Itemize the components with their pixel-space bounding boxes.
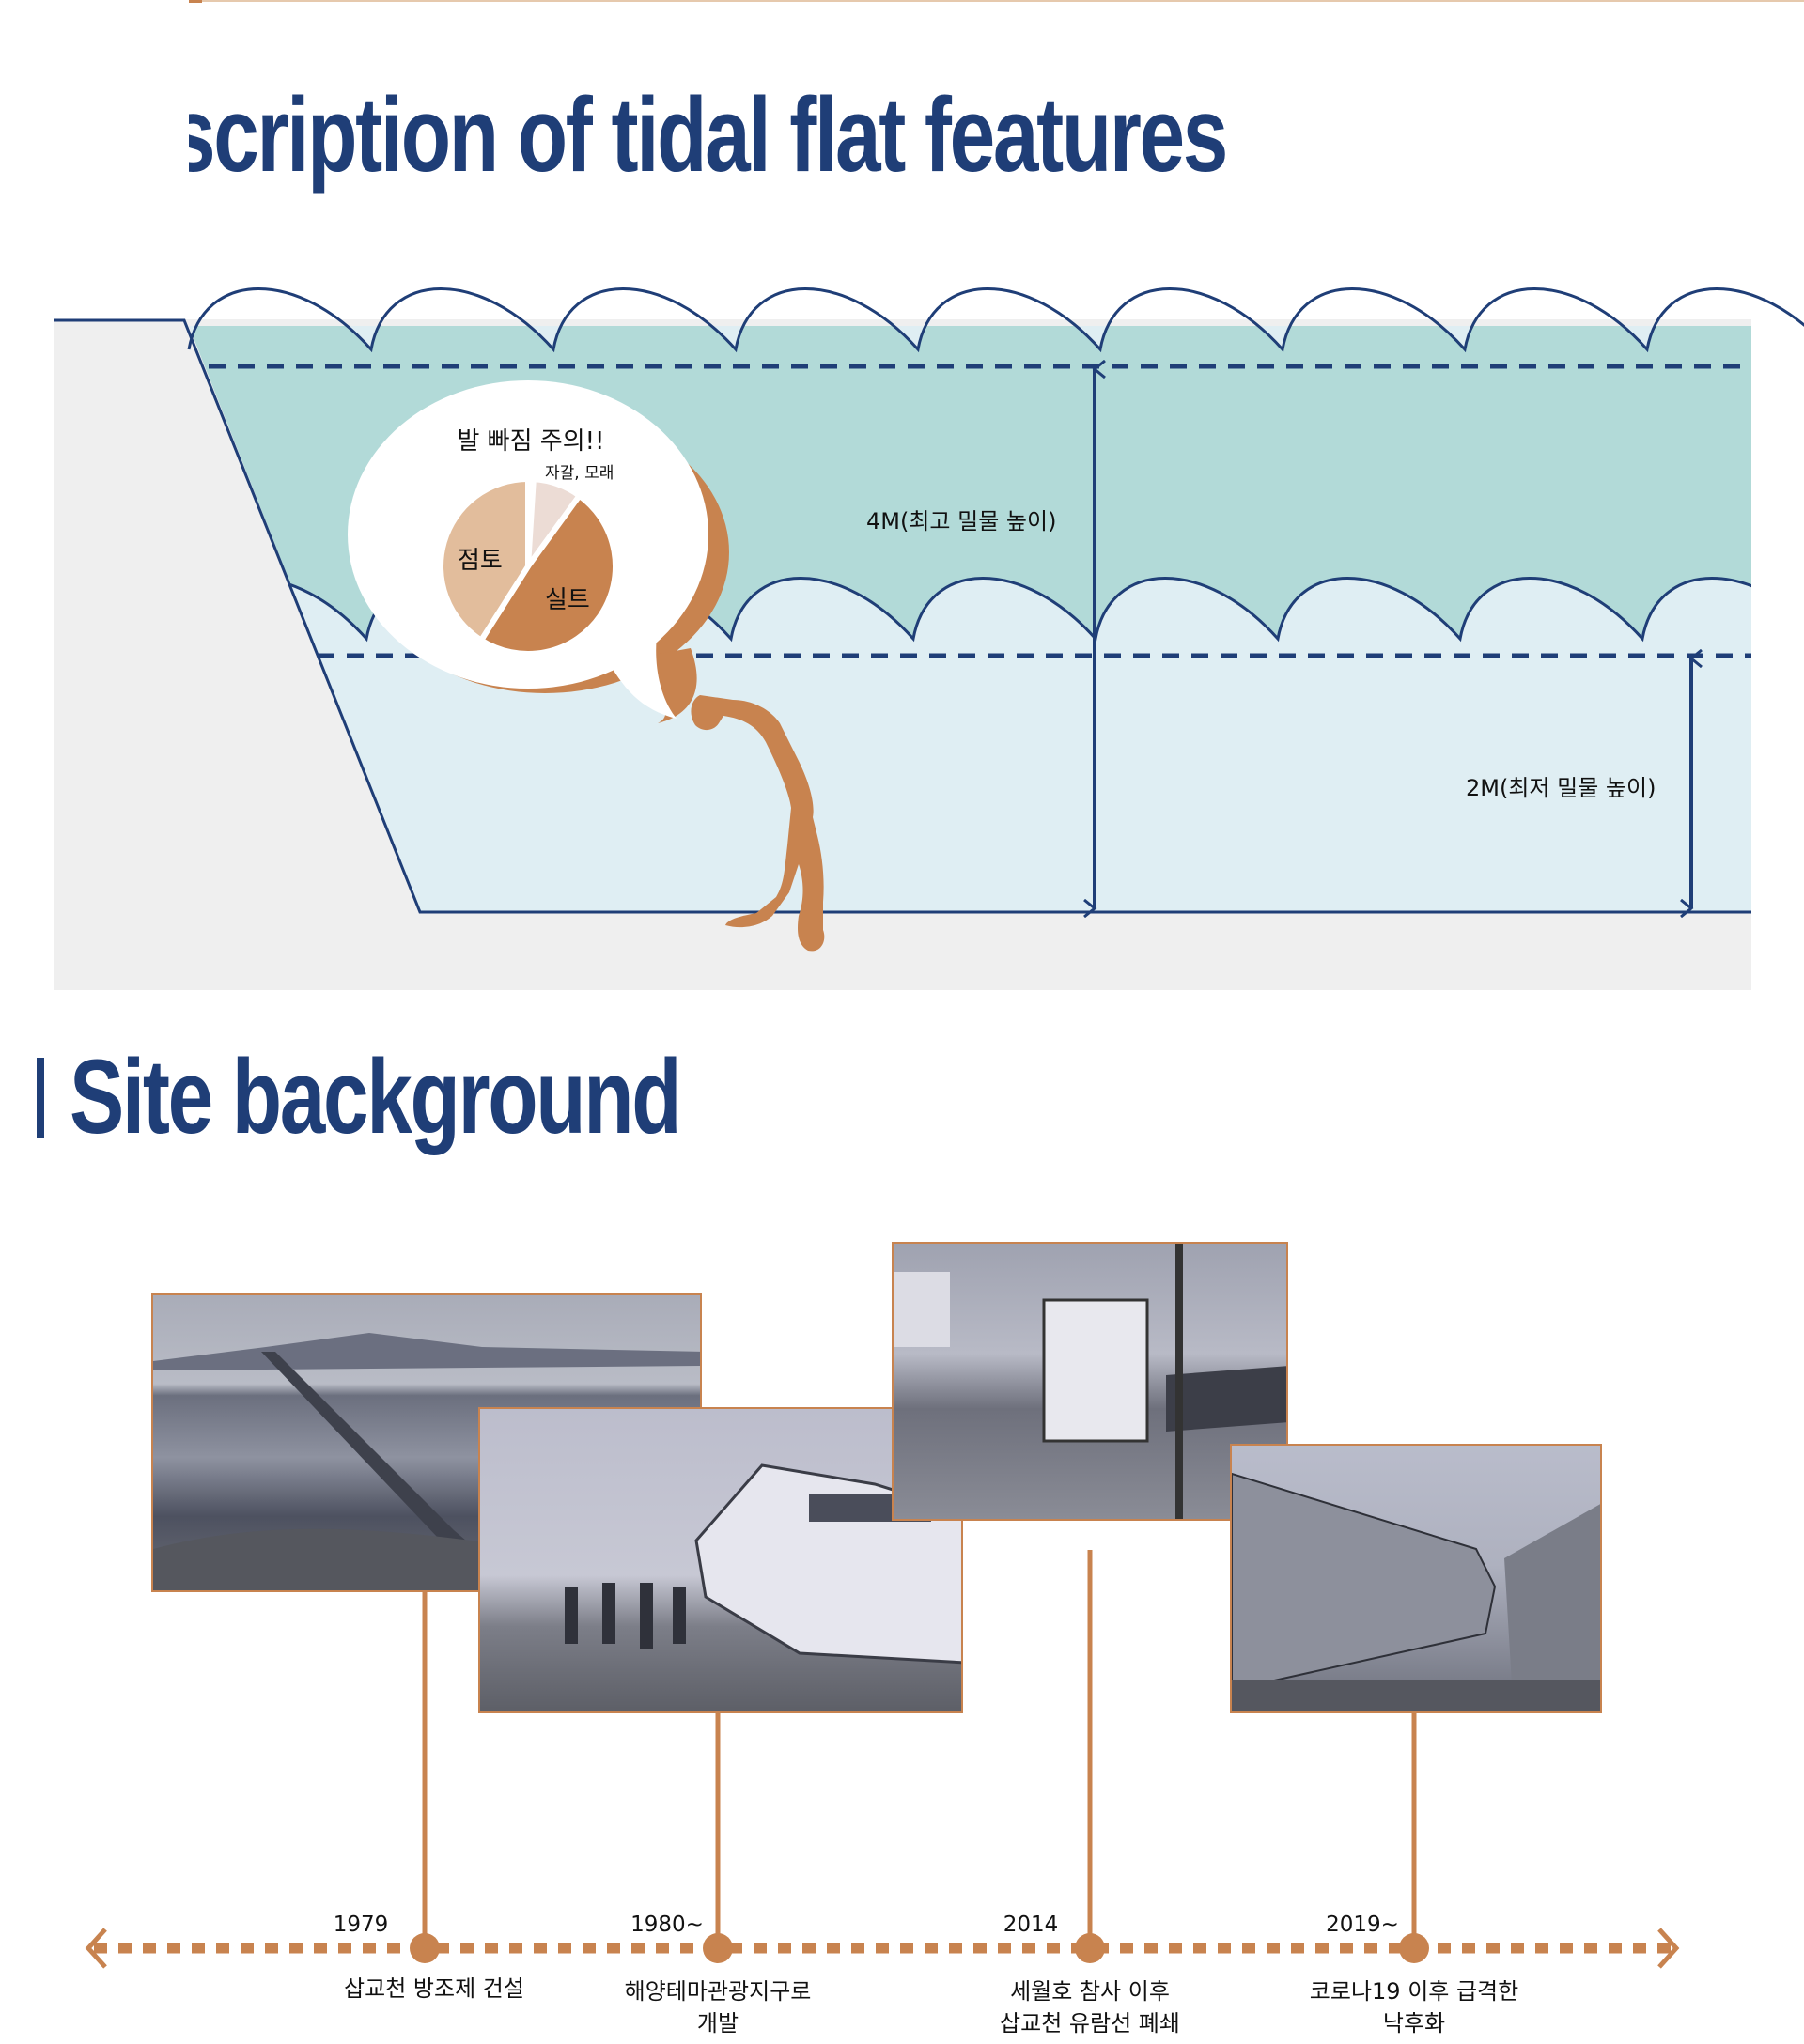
section-marker: [37, 1058, 44, 1138]
timeline-dot: [703, 1933, 733, 1963]
top-wave-line: [187, 287, 1804, 353]
low-tide-label: 2M(최저 밀물 높이): [1466, 775, 1656, 801]
photo-warships: [1230, 1444, 1602, 1713]
event-line: 해양테마관광지구로: [624, 1978, 812, 2005]
event-year: 2014: [1003, 1912, 1059, 1937]
event-line: 개발: [696, 2010, 739, 2036]
section-title-tidal: Description of tidal flat features: [70, 76, 1228, 194]
event-line: 코로나19 이후 급격한: [1309, 1978, 1519, 2005]
event-line: 낙후화: [1382, 2010, 1446, 2036]
arrow-left-icon: [85, 1928, 107, 1969]
event-line: 삽교천 방조제 건설: [344, 1975, 524, 2002]
event-description: 삽교천 방조제 건설: [344, 1973, 524, 2005]
pie-label-clay: 점토: [458, 547, 503, 575]
bubble-title: 발 빠짐 주의!!: [458, 427, 605, 456]
pie-label-gravel: 자갈, 모래: [545, 464, 614, 483]
soil-pie-chart: [438, 475, 619, 657]
event-year: 1979: [333, 1912, 389, 1937]
event-line: 삽교천 유람선 폐쇄: [1000, 2010, 1180, 2036]
event-line: 세월호 참사 이후: [1010, 1978, 1170, 2005]
timeline-dot: [1399, 1933, 1429, 1963]
pie-label-silt: 실트: [545, 586, 590, 614]
section-title-site: Site background: [70, 1038, 682, 1155]
timeline-dot: [1075, 1933, 1105, 1963]
tidal-diagram: 4M(최고 밀물 높이) 2M(최저 밀물 높이) 발 빠짐 주의!! 자갈, …: [54, 287, 1804, 990]
timeline: [85, 1550, 1680, 1969]
photo-closed-sign: [892, 1242, 1288, 1521]
arrow-right-icon: [1657, 1928, 1680, 1969]
high-tide-label: 4M(최고 밀물 높이): [866, 508, 1056, 534]
event-year: 1980~: [630, 1912, 704, 1937]
pie-slice-clay: [438, 475, 531, 644]
low-wave-line: [189, 577, 1751, 643]
person-silhouette: [691, 695, 825, 952]
event-year: 2019~: [1326, 1912, 1399, 1937]
pie-slice-silt: [477, 491, 619, 657]
timeline-dot: [410, 1933, 440, 1963]
top-divider: [0, 0, 1804, 2]
photo-tour-boat: [478, 1407, 963, 1713]
